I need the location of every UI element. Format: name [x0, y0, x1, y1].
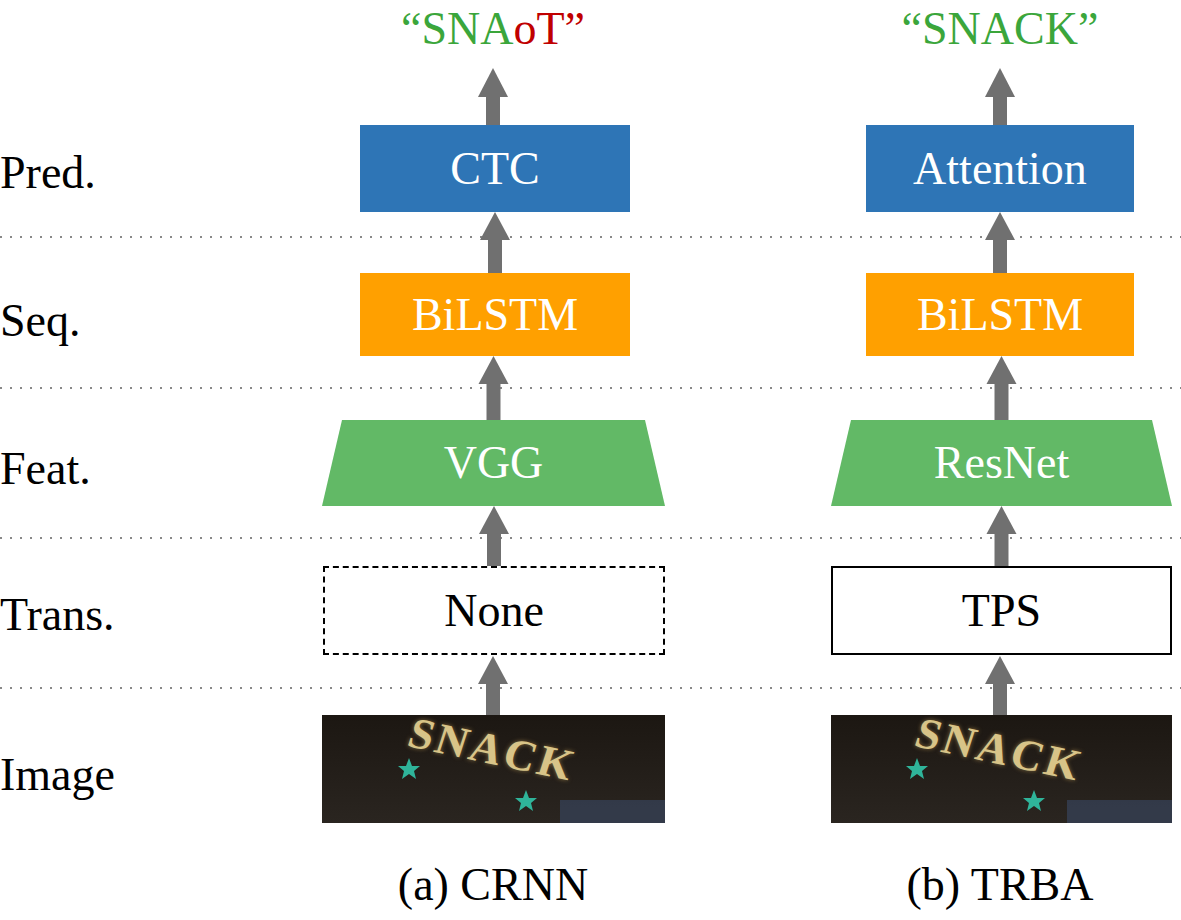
trapezoid-fill	[831, 420, 1172, 506]
trapezoid-fill	[322, 420, 665, 506]
node-label: TPS	[962, 588, 1041, 634]
arrow-head	[479, 506, 509, 534]
flow-arrow	[479, 356, 509, 420]
arrow-head	[478, 68, 508, 97]
row-label: Feat.	[0, 446, 91, 492]
node-label: ResNet	[934, 440, 1069, 486]
sequence-box: BiLSTM	[866, 273, 1134, 356]
arrow-shaft	[488, 238, 502, 273]
arrow-shaft	[995, 382, 1009, 420]
feature-trapezoid: VGG	[322, 420, 665, 506]
caption: (b) TRBA	[907, 862, 1094, 908]
row-label: Seq.	[0, 298, 81, 344]
node-label: Attention	[913, 146, 1087, 192]
flow-arrow	[987, 506, 1017, 566]
transformation-box: None	[323, 566, 665, 655]
arrow-head	[985, 656, 1015, 684]
flow-arrow	[985, 212, 1015, 273]
row-label: Pred.	[0, 150, 96, 196]
star-decoration	[1023, 790, 1045, 811]
arrow-head	[985, 68, 1015, 97]
output-text: “SNACK”	[902, 6, 1099, 52]
prediction-box: Attention	[866, 125, 1134, 212]
arrow-shaft	[993, 682, 1007, 715]
arrow-shaft	[993, 238, 1007, 273]
output-text-correct: “SNA	[401, 6, 513, 52]
arrow-head	[987, 356, 1017, 384]
row-label: Trans.	[0, 592, 115, 638]
arrow-head	[478, 656, 508, 684]
arrow-shaft	[487, 382, 501, 420]
feature-trapezoid: ResNet	[831, 420, 1172, 506]
node-label: CTC	[450, 146, 539, 192]
node-label: VGG	[444, 440, 544, 486]
flow-arrow	[480, 212, 510, 273]
node-label: BiLSTM	[917, 292, 1083, 338]
arrow-shaft	[486, 682, 500, 715]
arrow-head	[987, 506, 1017, 534]
node-label: None	[444, 588, 544, 634]
prediction-box: CTC	[360, 125, 630, 212]
flow-arrow	[479, 506, 509, 566]
arrow-head	[480, 212, 510, 240]
star-decoration	[398, 758, 420, 779]
row-separators	[0, 237, 1181, 688]
photo-glow	[1067, 800, 1172, 823]
sequence-box: BiLSTM	[360, 273, 630, 356]
row-label: Image	[0, 752, 115, 798]
star-decoration	[906, 758, 928, 779]
arrow-shaft	[995, 532, 1009, 566]
caption: (a) CRNN	[398, 862, 588, 908]
star-decoration	[515, 790, 537, 811]
arrow-head	[479, 356, 509, 384]
arrow-shaft	[993, 95, 1007, 125]
transformation-box: TPS	[831, 566, 1172, 655]
arrow-shaft	[487, 532, 501, 566]
flow-arrow	[987, 356, 1017, 420]
photo-glow	[560, 800, 665, 823]
output-text-wrong: oT”	[513, 6, 585, 52]
arrow-shaft	[486, 95, 500, 125]
arrow-head	[985, 212, 1015, 240]
node-label: BiLSTM	[412, 292, 578, 338]
